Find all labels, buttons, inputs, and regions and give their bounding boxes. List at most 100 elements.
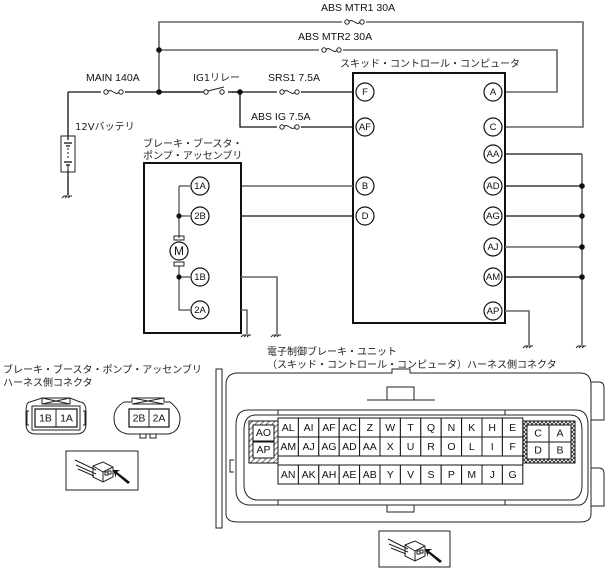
booster-pin-1b: 1B (190, 267, 210, 287)
svg-text:AN: AN (281, 469, 296, 481)
connector-1-icon: 1B 1A (25, 397, 87, 435)
ecu-connector-cell: H (481, 417, 503, 438)
svg-text:H: H (488, 422, 496, 434)
junction-dot (579, 274, 585, 280)
svg-text:V: V (407, 469, 414, 481)
booster-pin-2a: 2A (190, 300, 210, 320)
ecu-connector-cell: R (420, 436, 442, 457)
svg-text:M: M (467, 469, 476, 481)
ecu-connector-cell: Y (379, 464, 401, 485)
svg-text:U: U (407, 441, 415, 453)
connector-view-direction-icon (378, 530, 451, 568)
ecu-connector-cell: K (461, 417, 483, 438)
svg-text:AJ: AJ (487, 242, 498, 253)
svg-text:X: X (387, 441, 394, 453)
skid-computer-title: スキッド・コントロール・コンピュータ (340, 58, 520, 70)
ecu-connector-left-block: AO AP (248, 420, 279, 464)
battery-label: 12Vバッテリ (75, 121, 135, 133)
ecu-connector-cell: G (501, 464, 524, 485)
wire-abs-mtr1 (158, 21, 584, 128)
ecu-connector-cell: AH (318, 464, 340, 485)
relay-label: IG1リレー (193, 73, 240, 84)
svg-text:Z: Z (367, 422, 374, 434)
junction-dot (176, 213, 182, 219)
svg-text:2A: 2A (153, 413, 166, 425)
svg-text:AP: AP (487, 306, 500, 317)
ecu-pin-aa: AA (483, 144, 503, 164)
svg-text:G: G (509, 469, 517, 481)
svg-text:R: R (427, 441, 435, 453)
wire-abs-mtr2 (159, 49, 558, 93)
ecu-connector-cell: W (379, 417, 401, 438)
ecu-connector-cell: AD (338, 436, 361, 457)
ecu-connector-cell: AB (359, 464, 381, 485)
junction-dot (579, 213, 585, 219)
ecu-connector-cell: AJ (297, 436, 320, 457)
ecu-connector-cell: U (399, 436, 422, 457)
svg-text:AH: AH (322, 469, 337, 481)
ecu-connector-cell: N (440, 417, 463, 438)
ecu-connector-right-block: C A D B (522, 420, 576, 464)
ground-icon (240, 334, 251, 338)
ecu-connector-cell: I (481, 436, 503, 457)
ecu-connector-title-line1: 電子制御ブレーキ・ユニット (267, 345, 397, 358)
skid-computer-box (352, 72, 506, 324)
ecu-pin-am: AM (483, 267, 503, 287)
svg-text:K: K (468, 422, 475, 434)
connector-view-direction-icon (65, 450, 139, 491)
booster-connector-title-line2: ハーネス側コネクタ (3, 376, 93, 389)
svg-text:1B: 1B (39, 413, 52, 425)
svg-text:C: C (534, 428, 542, 440)
svg-text:E: E (509, 422, 516, 434)
fuse-abs-mtr2-icon (319, 45, 343, 55)
ecu-connector-cell: Z (359, 417, 381, 438)
svg-text:B: B (556, 445, 563, 457)
svg-text:AJ: AJ (302, 441, 314, 453)
booster-pin-2b: 2B (190, 206, 210, 226)
ecu-connector-title-line2: （スキッド・コントロール・コンピュータ）ハーネス側コネクタ (267, 358, 557, 371)
ecu-connector-cell: Q (420, 417, 442, 438)
ecu-pin-aj: AJ (483, 237, 503, 257)
svg-text:A: A (556, 428, 563, 440)
svg-text:2B: 2B (194, 211, 206, 222)
ecu-connector-cell: L (461, 436, 483, 457)
svg-text:N: N (448, 422, 456, 434)
svg-text:2A: 2A (194, 305, 206, 316)
ecu-connector-cell: AK (297, 464, 320, 485)
fuse-abs-ig-label: ABS IG 7.5A (251, 111, 311, 123)
ecu-connector-cell: AA (359, 436, 381, 457)
ecu-connector-cell: AF (318, 417, 340, 438)
ecu-pin-a: A (483, 82, 503, 102)
ecu-pin-ap: AP (483, 301, 503, 321)
ecu-connector-cell: J (481, 464, 503, 485)
svg-text:A: A (490, 87, 497, 98)
svg-text:AO: AO (256, 427, 271, 439)
svg-text:AL: AL (282, 422, 295, 434)
svg-text:T: T (407, 422, 414, 434)
svg-text:1B: 1B (194, 272, 206, 283)
svg-text:2B: 2B (133, 413, 146, 425)
svg-text:AC: AC (342, 422, 357, 434)
svg-text:AE: AE (342, 469, 356, 481)
fuse-main-icon (101, 87, 125, 97)
ecu-pin-f: F (355, 82, 375, 102)
svg-text:AB: AB (363, 469, 377, 481)
booster-title-line2: ポンプ・アッセンブリ (143, 149, 242, 162)
ecu-pin-ag: AG (483, 206, 503, 226)
junction-dot (579, 183, 585, 189)
ground-icon (61, 195, 72, 199)
svg-text:AK: AK (302, 469, 316, 481)
wire-2a-ground (241, 309, 248, 334)
wire-abs-ig (239, 92, 353, 128)
ecu-pin-af: AF (355, 117, 375, 137)
ecu-connector-cell: AI (297, 417, 320, 438)
ecu-connector-cell: F (501, 436, 524, 457)
ecu-connector-cell: AE (338, 464, 361, 485)
svg-text:AA: AA (487, 149, 500, 160)
ecu-connector-cell: P (440, 464, 463, 485)
booster-title-line1: ブレーキ・ブースタ・ (143, 137, 243, 150)
svg-text:W: W (385, 422, 395, 434)
svg-text:J: J (490, 469, 495, 481)
ecu-connector-cell: T (399, 417, 422, 438)
